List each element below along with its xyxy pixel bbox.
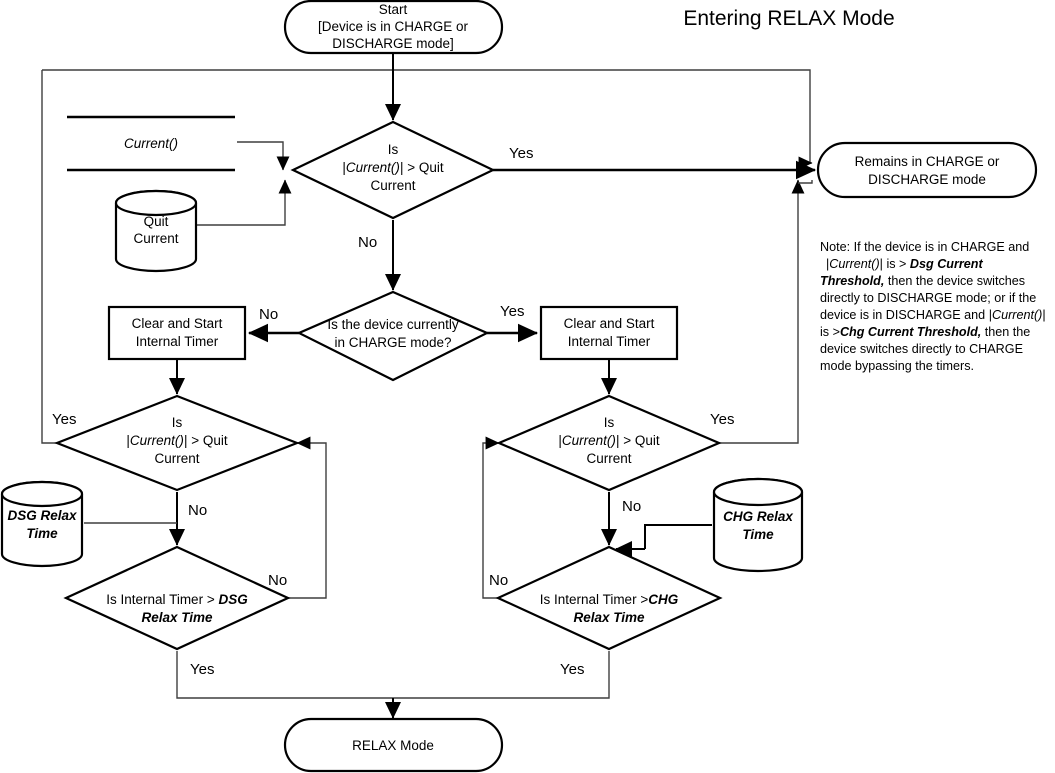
note-line-7: device switches directly to CHARGE — [820, 342, 1023, 356]
node-decision-quit-right: Is |Current()| > Quit Current — [496, 394, 722, 492]
remains-mode-line-1: Remains in CHARGE or — [855, 154, 1000, 169]
edge-label-charge-yes: Yes — [500, 303, 524, 320]
decision-quit-right-line-2: |Current()| > Quit — [558, 433, 659, 448]
node-decision-timer-chg: Is Internal Timer >CHG Relax Time — [495, 545, 723, 651]
decision-timer-dsg-line-1: Is Internal Timer > DSG — [106, 592, 248, 607]
edge-label-timer-dsg-no: No — [268, 572, 287, 589]
edge-label-charge-no: No — [259, 306, 278, 323]
edge-label-quit-top-yes: Yes — [509, 145, 533, 162]
node-decision-charge-mode: Is the device currently in CHARGE mode? — [296, 290, 490, 382]
edge-label-timer-dsg-yes: Yes — [190, 661, 214, 678]
note-l1a: Note — [820, 240, 847, 254]
edge-label-group: Yes No No Yes Yes No Yes No No Yes No Ye… — [52, 145, 734, 678]
timer-dsg-text-a: Is Internal Timer > — [106, 592, 218, 607]
connector-quitcur-to-quit-top — [197, 182, 286, 226]
decision-quit-left-line-1: Is — [172, 415, 183, 430]
timer-chg-text-b: CHG — [648, 592, 678, 607]
connector-timer-dsg-no-loop — [288, 442, 327, 599]
timer-chg-text-a: Is Internal Timer > — [540, 592, 649, 607]
chg-relax-store-line-2: Time — [742, 527, 774, 542]
connector-top-rail — [42, 69, 811, 163]
note-line-6: is >Chg Current Threshold, then the — [820, 325, 1030, 339]
note-block: Note: If the device is in CHARGE and |Cu… — [820, 240, 1046, 373]
decision-charge-mode-line-1: Is the device currently — [327, 317, 459, 332]
decision-quit-top-line-1: Is — [388, 142, 399, 157]
timer-right-line-1: Clear and Start — [564, 316, 655, 331]
note-line-2: |Current()| is > Dsg Current — [826, 257, 983, 271]
node-current-source: Current() — [67, 115, 235, 172]
chg-relax-store-line-1: CHG Relax — [723, 509, 793, 524]
node-remains-mode: Remains in CHARGE or DISCHARGE mode — [816, 141, 1038, 199]
decision-quit-top-line-2: |Current()| > Quit — [342, 160, 443, 175]
connector-chg-store-to-timer — [644, 524, 712, 549]
edge-label-timer-chg-no: No — [489, 572, 508, 589]
note-l1b: : If the device is in CHARGE and — [847, 240, 1030, 254]
current-source-label: Current() — [124, 136, 178, 151]
dsg-relax-store-line-2: Time — [26, 526, 58, 541]
edge-label-quit-left-yes: Yes — [52, 411, 76, 428]
node-decision-quit-top: Is |Current()| > Quit Current — [290, 120, 496, 220]
decision-quit-right-line-3: Current — [586, 451, 631, 466]
timer-left-line-1: Clear and Start — [132, 316, 223, 331]
connector-timer-dsg-yes — [176, 651, 393, 699]
timer-right-line-2: Internal Timer — [568, 334, 651, 349]
node-timer-left: Clear and Start Internal Timer — [107, 305, 247, 361]
note-line-5: device is in DISCHARGE and |Current()| — [820, 308, 1046, 322]
remains-mode-line-2: DISCHARGE mode — [868, 172, 986, 187]
connector-timer-chg-yes — [393, 651, 610, 699]
decision-timer-dsg-line-2: Relax Time — [141, 610, 213, 625]
node-relax-mode: RELAX Mode — [283, 717, 504, 773]
note-line-3: Threshold, then the device switches — [820, 274, 1025, 288]
node-start: Start [Device is in CHARGE or DISCHARGE … — [283, 0, 504, 55]
decision-quit-right-line-1: Is — [604, 415, 615, 430]
decision-charge-mode-line-2: in CHARGE mode? — [334, 335, 451, 350]
node-quit-current-store: Quit Current — [114, 189, 198, 273]
connector-group — [41, 53, 817, 719]
node-decision-timer-dsg: Is Internal Timer > DSG Relax Time — [63, 545, 291, 651]
start-line-2: [Device is in CHARGE or — [318, 19, 469, 34]
timer-dsg-text-b: DSG — [218, 592, 248, 607]
edge-label-quit-right-no: No — [622, 498, 641, 515]
quit-current-store-line-2: Current — [133, 231, 178, 246]
edge-label-timer-chg-yes: Yes — [560, 661, 584, 678]
note-line-1: Note: If the device is in CHARGE and — [820, 240, 1029, 254]
quit-current-store-line-1: Quit — [144, 214, 169, 229]
decision-quit-left-line-3: Current — [154, 451, 199, 466]
node-dsg-relax-store: DSG Relax Time — [0, 480, 84, 568]
decision-quit-top-line-3: Current — [370, 178, 415, 193]
node-timer-right: Clear and Start Internal Timer — [539, 305, 679, 361]
start-line-3: DISCHARGE mode] — [332, 36, 454, 51]
start-line-1: Start — [379, 2, 408, 17]
edge-label-quit-top-no: No — [358, 234, 377, 251]
note-line-4: directly to DISCHARGE mode; or if the — [820, 291, 1036, 305]
relax-mode-label: RELAX Mode — [352, 738, 434, 753]
decision-timer-chg-line-1: Is Internal Timer >CHG — [540, 592, 679, 607]
connector-quit-right-yes — [719, 183, 799, 444]
note-line-8: mode bypassing the timers. — [820, 359, 974, 373]
decision-quit-left-line-2: |Current()| > Quit — [126, 433, 227, 448]
page-title: Entering RELAX Mode — [683, 7, 894, 30]
timer-left-line-2: Internal Timer — [136, 334, 219, 349]
dsg-relax-store-line-1: DSG Relax — [7, 508, 77, 523]
edge-label-quit-left-no: No — [188, 502, 207, 519]
node-chg-relax-store: CHG Relax Time — [712, 477, 804, 573]
node-decision-quit-left: Is |Current()| > Quit Current — [53, 394, 301, 492]
edge-label-quit-right-yes: Yes — [710, 411, 734, 428]
connector-quit-right-yes-join — [798, 180, 813, 184]
decision-timer-chg-line-2: Relax Time — [573, 610, 645, 625]
